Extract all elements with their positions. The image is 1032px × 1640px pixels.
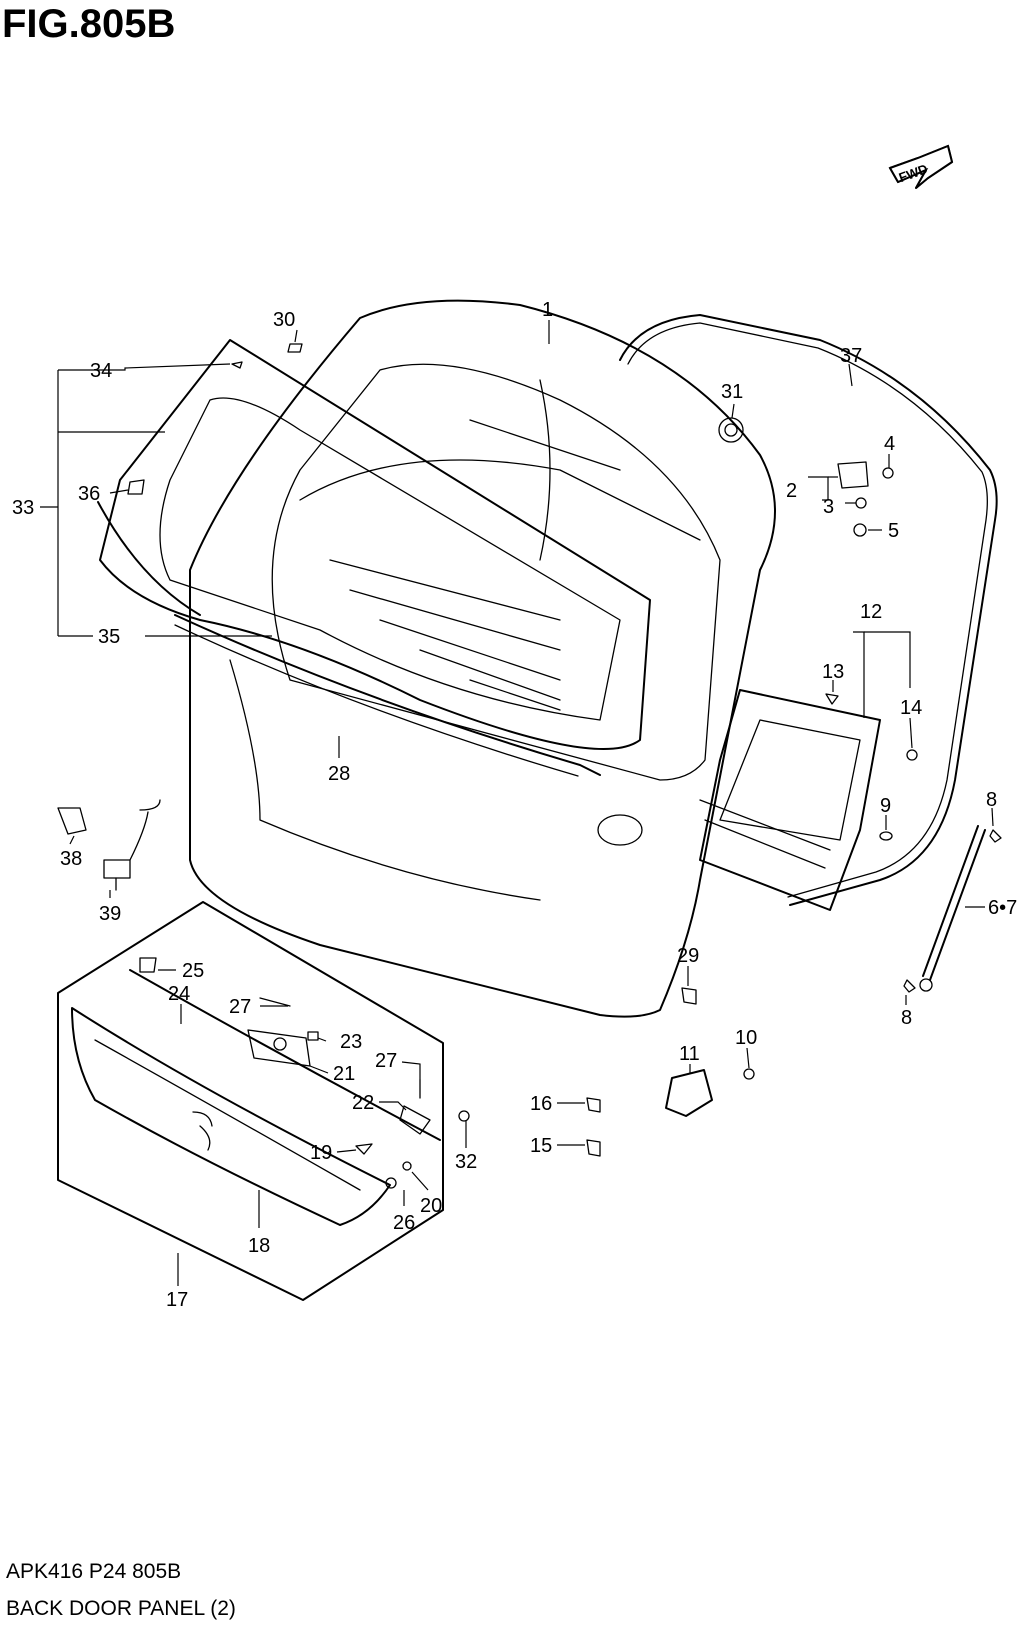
figure-name: BACK DOOR PANEL (2) — [6, 1597, 236, 1620]
callout-20: 20 — [420, 1195, 442, 1217]
leader-lines — [40, 320, 994, 1286]
callout-27-left: 27 — [229, 996, 251, 1018]
callout-5: 5 — [888, 520, 899, 542]
small-parts — [57, 343, 1002, 1189]
gas-stay — [919, 825, 986, 992]
callout-37: 37 — [840, 345, 862, 367]
callout-38: 38 — [60, 848, 82, 870]
callout-29: 29 — [677, 945, 699, 967]
callout-23: 23 — [340, 1031, 362, 1053]
fwd-arrow-icon: FWD — [888, 144, 954, 189]
callout-34: 34 — [90, 360, 112, 382]
callout-27-right: 27 — [375, 1050, 397, 1072]
callout-17: 17 — [166, 1289, 188, 1311]
callout-2: 2 — [786, 480, 797, 502]
callout-1: 1 — [542, 299, 553, 321]
figure-title: FIG.805B — [2, 2, 176, 46]
figure-code: APK416 P24 805B — [6, 1560, 182, 1583]
glass-strip — [97, 501, 201, 616]
callout-8-upper: 8 — [986, 789, 997, 811]
callout-11: 11 — [679, 1043, 700, 1065]
callout-3: 3 — [823, 496, 834, 518]
back-door-panel — [189, 299, 776, 1018]
moulding-strip — [174, 614, 601, 776]
callout-21: 21 — [333, 1063, 355, 1085]
callout-4: 4 — [884, 433, 895, 455]
callout-25: 25 — [182, 960, 204, 982]
callout-19: 19 — [310, 1142, 332, 1164]
callout-28: 28 — [328, 763, 350, 785]
callout-35: 35 — [98, 626, 120, 648]
callout-22: 22 — [352, 1092, 374, 1114]
callout-8-lower: 8 — [901, 1007, 912, 1029]
callout-10: 10 — [735, 1027, 757, 1049]
callout-31: 31 — [721, 381, 743, 403]
callout-30: 30 — [273, 309, 295, 331]
callout-12: 12 — [860, 601, 882, 623]
callout-24: 24 — [168, 983, 190, 1005]
callout-6-7: 6•7 — [988, 897, 1017, 919]
callout-15: 15 — [530, 1135, 552, 1157]
callout-13: 13 — [822, 661, 844, 683]
garnish-box — [57, 901, 444, 1301]
weatherstrip-outline — [619, 314, 998, 906]
callout-33: 33 — [12, 497, 34, 519]
callout-9: 9 — [880, 795, 891, 817]
callout-26: 26 — [393, 1212, 415, 1234]
callout-labels: 1 37 31 4 2 3 5 12 13 14 9 8 6•7 8 29 10… — [12, 299, 1017, 1311]
callout-36: 36 — [78, 483, 100, 505]
inner-trim-panel — [699, 689, 881, 911]
rear-glass — [99, 339, 651, 750]
callout-16: 16 — [530, 1093, 552, 1115]
callout-14: 14 — [900, 697, 922, 719]
callout-39: 39 — [99, 903, 121, 925]
callout-18: 18 — [248, 1235, 270, 1257]
callout-32: 32 — [455, 1151, 477, 1173]
